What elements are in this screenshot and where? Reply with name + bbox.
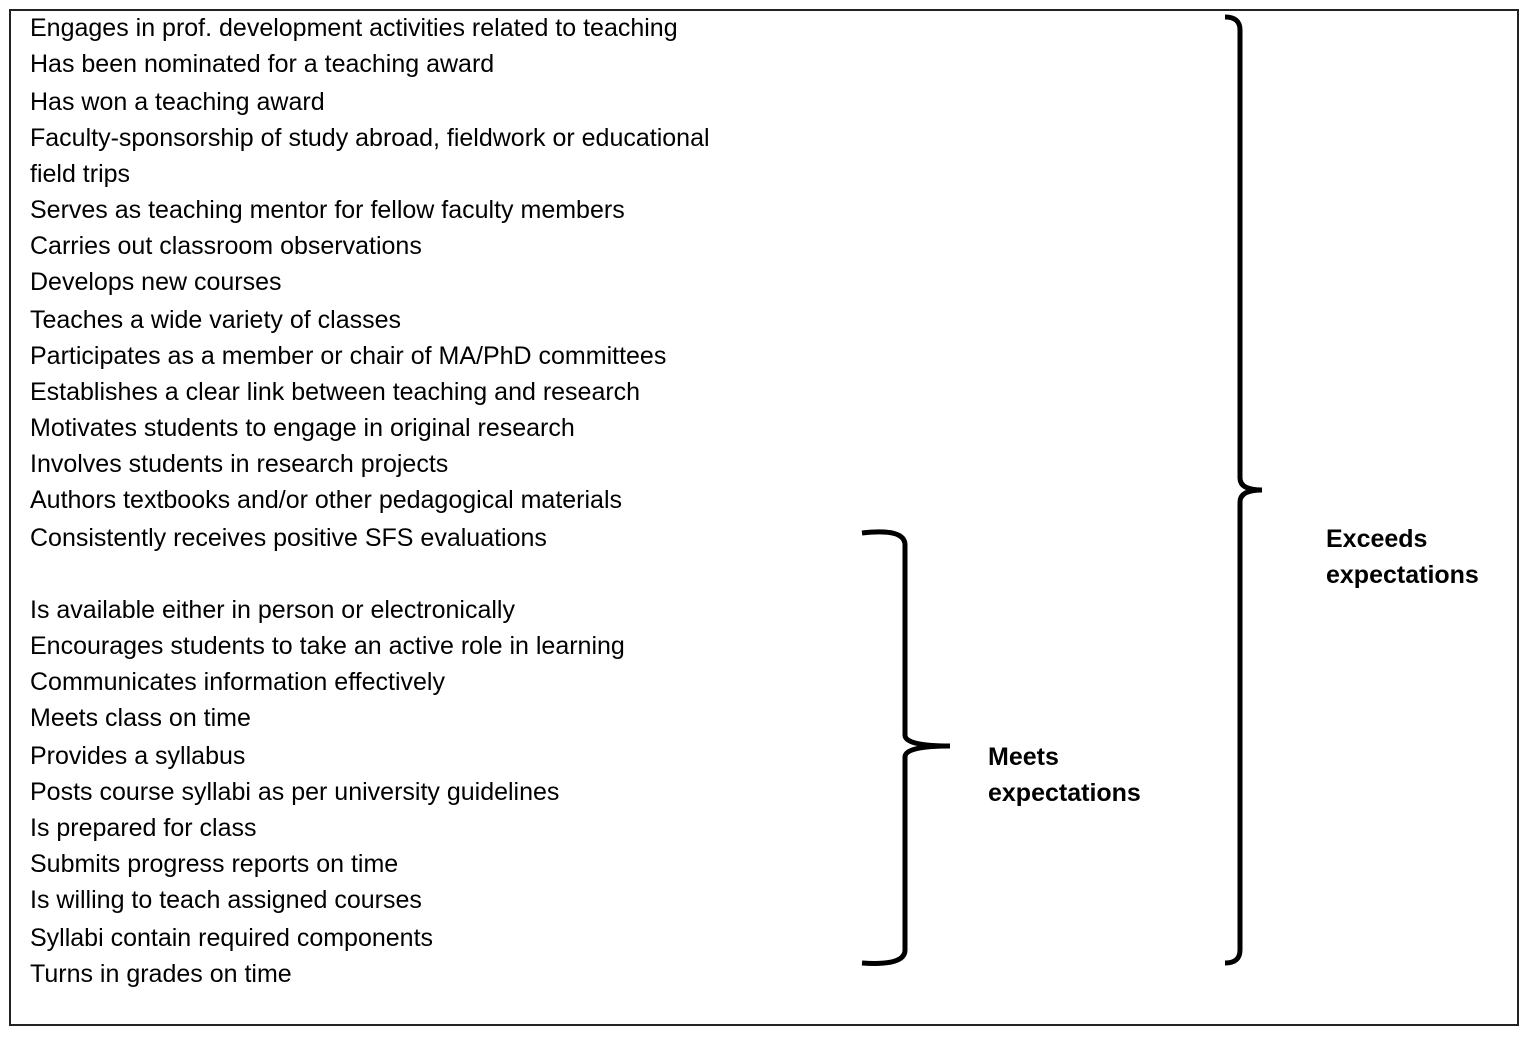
criterion-item: Meets class on time [30, 704, 251, 732]
criterion-item: Encourages students to take an active ro… [30, 632, 625, 660]
criterion-item: Participates as a member or chair of MA/… [30, 342, 667, 370]
criterion-item: Faculty-sponsorship of study abroad, fie… [30, 124, 710, 152]
criterion-item: Engages in prof. development activities … [30, 14, 678, 42]
criterion-item: Is available either in person or electro… [30, 596, 515, 624]
criterion-item: Teaches a wide variety of classes [30, 306, 402, 334]
criterion-item: Authors textbooks and/or other pedagogic… [30, 486, 623, 514]
criterion-item: field trips [30, 160, 131, 188]
criterion-item: Posts course syllabi as per university g… [30, 778, 560, 806]
criterion-item: Is willing to teach assigned courses [30, 886, 422, 914]
label-line: expectations [1326, 561, 1479, 589]
criterion-item: Motivates students to engage in original… [30, 414, 575, 442]
label-line: Meets [988, 743, 1059, 771]
criterion-item: Involves students in research projects [30, 450, 449, 478]
criterion-item: Submits progress reports on time [30, 850, 399, 878]
label-line: expectations [988, 779, 1141, 807]
criteria-box [9, 9, 1519, 1026]
meets-expectations-label: Meets expectations [988, 739, 1141, 811]
criterion-item: Establishes a clear link between teachin… [30, 378, 641, 406]
criterion-item: Serves as teaching mentor for fellow fac… [30, 196, 625, 224]
exceeds-bracket [1224, 14, 1263, 966]
criterion-item: Carries out classroom observations [30, 232, 422, 260]
criterion-item: Communicates information effectively [30, 668, 445, 696]
criterion-item: Provides a syllabus [30, 742, 246, 770]
criterion-item: Is prepared for class [30, 814, 257, 842]
criterion-item: Has been nominated for a teaching award [30, 50, 495, 78]
criterion-item: Syllabi contain required components [30, 924, 434, 952]
criterion-item: Consistently receives positive SFS evalu… [30, 524, 547, 552]
criterion-item: Develops new courses [30, 268, 282, 296]
label-line: Exceeds [1326, 525, 1428, 553]
criterion-item: Turns in grades on time [30, 960, 292, 988]
meets-brace [861, 529, 951, 966]
criterion-item: Has won a teaching award [30, 88, 325, 116]
exceeds-expectations-label: Exceeds expectations [1326, 521, 1479, 593]
